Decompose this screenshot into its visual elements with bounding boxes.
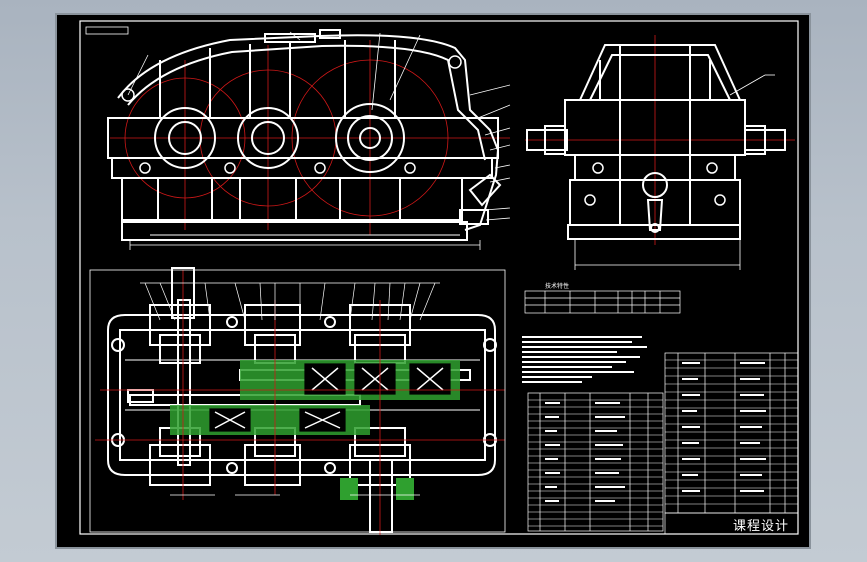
side-view <box>525 35 795 245</box>
gear-hatch <box>170 360 460 500</box>
frame-corner-tag <box>85 26 129 35</box>
title-block-label: 课程设计 <box>733 519 790 534</box>
parts-list <box>527 352 799 535</box>
spec-table-title: 技术特性 <box>545 283 570 290</box>
technical-notes <box>522 336 647 383</box>
parts-list-rows <box>528 359 798 527</box>
plan-view-centerlines <box>95 270 505 535</box>
front-view-leaders <box>127 31 511 250</box>
plan-view-leaders <box>140 282 440 496</box>
plan-view-box <box>89 269 506 533</box>
parts-list-text-marks <box>545 362 766 502</box>
drawing-sheet <box>55 13 811 549</box>
front-view <box>107 29 510 241</box>
side-view-dimensions <box>574 74 775 270</box>
spec-table <box>524 290 681 314</box>
drawing-frame <box>79 20 799 535</box>
